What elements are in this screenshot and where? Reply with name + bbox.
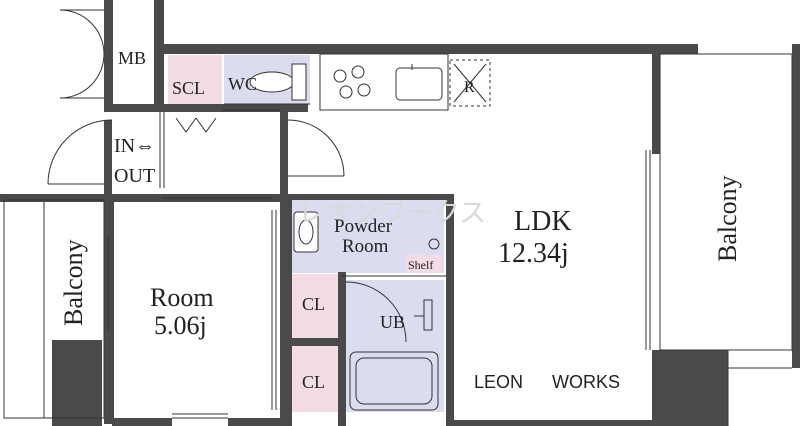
washbasin-icon (293, 211, 319, 253)
balcony-left-label: Balcony (59, 239, 88, 326)
cl-upper-label: CL (302, 294, 325, 314)
powder-room-label-1: Powder (334, 216, 393, 237)
ldk-label: LDK (514, 206, 572, 237)
brand-left: LEON (474, 372, 523, 392)
watermark: レオンワークス (298, 198, 486, 229)
cl-lower-fill (292, 346, 338, 412)
sink-icon (395, 64, 443, 101)
shower-icon (414, 299, 433, 331)
scl-fill (168, 55, 222, 105)
balcony-right-label: Balcony (713, 175, 742, 262)
thin-lines (3, 9, 793, 426)
ub-fill (344, 280, 444, 412)
cl-upper-fill (292, 274, 338, 338)
toilet-icon (249, 63, 307, 101)
washer-icon (428, 238, 440, 250)
cl-lower-label: CL (302, 372, 325, 392)
stove-icon (333, 65, 371, 99)
scl-label: SCL (172, 78, 205, 98)
in-out-label-2: OUT (114, 165, 155, 187)
shelf-fill (406, 255, 442, 273)
room-area: 5.06j (154, 311, 207, 340)
ub-label: UB (380, 312, 405, 332)
mb-label: MB (118, 48, 146, 68)
ldk-area: 12.34j (498, 238, 569, 269)
shelf-label: Shelf (408, 258, 433, 272)
refrigerator-label: R (464, 79, 475, 96)
brand-right: WORKS (552, 372, 620, 392)
powder-room-label-2: Room (342, 236, 389, 257)
room-label: Room (150, 283, 214, 312)
wc-label: WC (228, 74, 257, 94)
in-out-label-1: IN⇔ (114, 135, 155, 157)
